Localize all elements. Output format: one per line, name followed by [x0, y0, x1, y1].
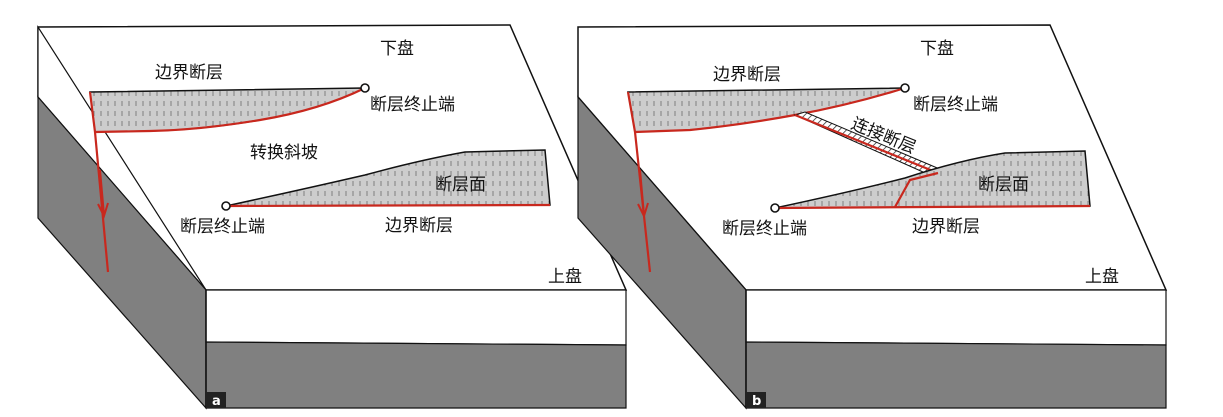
label-fault-tip-top: 断层终止端: [370, 95, 455, 115]
slip-arrow-icon: [97, 169, 109, 219]
main-fault-trace: [88, 91, 110, 273]
label-boundary-fault-top: 边界断层: [713, 65, 781, 85]
front-face-dark-layer: [205, 341, 627, 409]
main-fault-trace: [626, 91, 652, 273]
front-face-white: [745, 289, 1167, 346]
slip-arrow-icon: [637, 169, 649, 219]
label-relay-ramp: 转换斜坡: [250, 143, 318, 163]
fault-tip-marker-bottom: [221, 201, 231, 211]
panel-a-tag-box: [206, 392, 226, 408]
lower-fault-scarp: [774, 150, 1091, 209]
label-footwall: 下盘: [920, 39, 954, 59]
label-fault-plane: 断层面: [978, 175, 1029, 195]
label-fault-tip-bottom: 断层终止端: [722, 219, 807, 239]
label-footwall: 下盘: [380, 39, 414, 59]
label-boundary-fault-bottom: 边界断层: [385, 216, 453, 236]
fault-tip-marker-bottom: [770, 203, 780, 213]
panel-a: 下盘 边界断层 断层终止端 转换斜坡 断层面 断层终止端 边界断层 上盘 a: [37, 24, 628, 410]
label-fault-tip-top: 断层终止端: [913, 95, 998, 115]
label-hanging-wall: 上盘: [548, 267, 582, 287]
label-boundary-fault-bottom: 边界断层: [912, 217, 980, 237]
panel-b-tag: b: [752, 394, 761, 409]
label-fault-tip-bottom: 断层终止端: [180, 217, 265, 237]
front-face-dark-layer: [745, 341, 1167, 409]
label-boundary-fault-top: 边界断层: [155, 63, 223, 83]
lower-fault-scarp: [225, 149, 551, 207]
panel-b-tag-box: [746, 392, 766, 408]
label-fault-plane: 断层面: [435, 175, 486, 195]
front-face-white: [205, 289, 627, 346]
fault-tip-marker-top: [360, 83, 370, 93]
label-hanging-wall: 上盘: [1085, 267, 1119, 287]
panel-a-tag: a: [212, 394, 221, 409]
fault-tip-marker-top: [900, 83, 910, 93]
panel-b: 下盘 边界断层 断层终止端 连接断层 断层面 断层终止端 边界断层 上盘 b: [577, 24, 1168, 410]
